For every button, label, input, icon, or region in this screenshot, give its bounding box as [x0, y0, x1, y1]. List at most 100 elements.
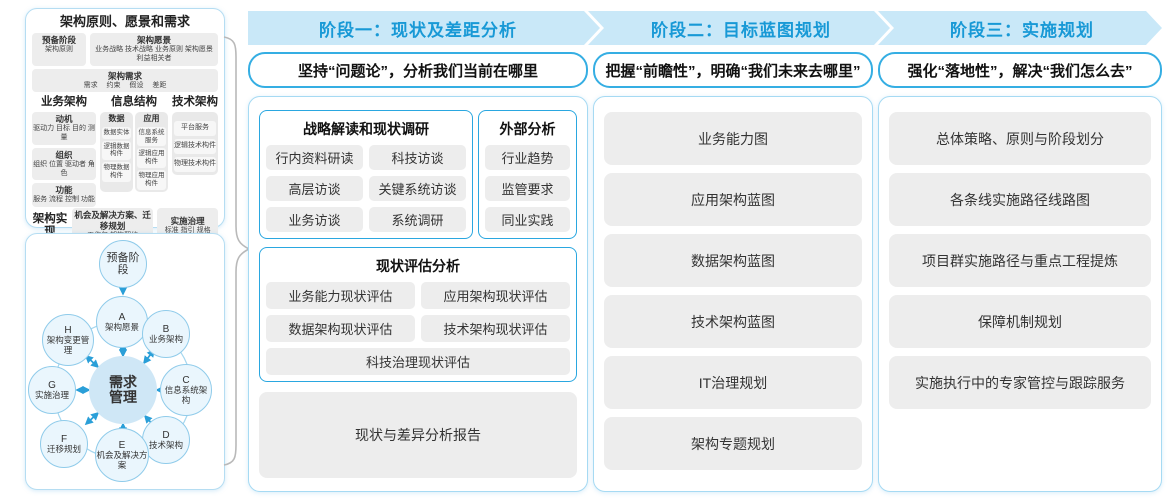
architecture-principles-panel: 架构原则、愿景和需求 预备阶段 架构原则 架构愿景 业务战略 技术战略 业务原则… [25, 8, 225, 244]
panel-title: 架构原则、愿景和需求 [59, 14, 190, 29]
application-subcolumn: 应用 信息系统服务 逻辑应用构件 物理应用构件 [135, 112, 168, 192]
assessment-item: 技术架构现状评估 [421, 315, 570, 342]
phase3-item: 项目群实施路径与重点工程提炼 [889, 234, 1151, 287]
node-label: 技术架构 [148, 439, 183, 450]
gov-title: 实施治理 [170, 215, 205, 226]
survey-item: 系统调研 [369, 207, 466, 232]
adm-node-h-change: H 架构变更管理 [42, 314, 94, 366]
tech-box: 平台服务 逻辑技术构件 物理技术构件 [172, 112, 218, 175]
phase3-subtitle: 强化“落地性”，解决“我们怎么去” [878, 52, 1162, 88]
external-analysis-group: 外部分析 行业趋势 监管要求 同业实践 [478, 110, 577, 239]
info-title: 信息结构 [111, 96, 157, 109]
app-item: 物理应用构件 [137, 169, 166, 190]
tech-item: 逻辑技术构件 [174, 139, 216, 154]
node-letter: C [182, 375, 190, 387]
phase3-item: 各条线实施路径线路图 [889, 173, 1151, 226]
adm-node-a-vision: A 架构愿景 [96, 296, 148, 348]
survey-item: 高层访谈 [266, 176, 363, 201]
survey-item: 行内资料研读 [266, 145, 363, 170]
data-item: 数据实体 [102, 126, 131, 139]
phase3-content-panel: 总体策略、原则与阶段划分 各条线实施路径线路图 项目群实施路径与重点工程提炼 保… [878, 96, 1162, 492]
prep-title: 预备阶段 [41, 35, 76, 45]
technical-architecture-column: 技术架构 平台服务 逻辑技术构件 物理技术构件 [172, 96, 218, 204]
req-title: 架构需求 [107, 70, 142, 81]
phase2-item: 业务能力图 [604, 112, 862, 165]
phase1-subtitle: 坚持“问题论”，分析我们当前在哪里 [248, 52, 588, 88]
assessment-item: 业务能力现状评估 [266, 282, 415, 309]
node-label: 信息系统架构 [164, 385, 208, 405]
node-letter: G [48, 379, 56, 391]
phase1-subtitle-text: 坚持“问题论”，分析我们当前在哪里 [297, 62, 538, 80]
phase2-header-text: 阶段二：目标蓝图规划 [651, 20, 831, 40]
data-item: 逻辑数据构件 [102, 140, 131, 161]
node-label: 实施治理 [34, 389, 69, 400]
app-item: 信息系统服务 [137, 126, 166, 147]
phase2-header: 阶段二：目标蓝图规划 [588, 11, 890, 45]
data-title: 数据 [108, 114, 125, 124]
phase3-header: 阶段三：实施规划 [878, 11, 1162, 45]
architecture-vision-box: 架构愿景 业务战略 技术战略 业务原则 架构愿景 利益相关者 [90, 33, 218, 66]
assessment-item: 科技治理现状评估 [266, 348, 570, 375]
preliminary-phase-box: 预备阶段 架构原则 [32, 33, 86, 66]
assessment-group-title: 现状评估分析 [376, 258, 460, 274]
node-letter: A [118, 311, 126, 323]
adm-node-f-migration: F 迁移规划 [40, 420, 88, 468]
node-label: 迁移规划 [46, 443, 81, 454]
survey-item: 科技访谈 [369, 145, 466, 170]
phase2-subtitle: 把握“前瞻性”，明确“我们未来去哪里” [593, 52, 873, 88]
arrow-center-f [84, 411, 100, 426]
assessment-item: 应用架构现状评估 [421, 282, 570, 309]
biz-organization-box: 组织 组织 位置 驱动者 角色 [32, 147, 96, 181]
biz-title: 业务架构 [41, 96, 87, 109]
adm-node-g-governance: G 实施治理 [28, 366, 76, 414]
phase3-item: 实施执行中的专家管控与跟踪服务 [889, 356, 1151, 409]
tech-item: 物理技术构件 [174, 156, 216, 172]
biz-function-box: 功能 服务 流程 控制 功能 [32, 183, 96, 208]
biz-group-title: 功能 [55, 185, 73, 196]
adm-node-d-technical: D 技术架构 [142, 416, 190, 464]
phase2-item: 架构专题规划 [604, 417, 862, 470]
adm-node-e-opportunities: E 机会及解决方案 [95, 428, 149, 482]
vision-title: 架构愿景 [136, 35, 171, 45]
assessment-item: 数据架构现状评估 [266, 315, 415, 342]
external-item: 监管要求 [485, 176, 570, 201]
current-state-assessment-group: 现状评估分析 业务能力现状评估 应用架构现状评估 数据架构现状评估 技术架构现状… [259, 247, 577, 382]
req-sub: 需求 约束 假设 差距 [83, 81, 167, 89]
biz-group-sub: 驱动力 目标 目的 测量 [33, 125, 95, 142]
biz-group-title: 组织 [55, 149, 73, 160]
phase3-item: 总体策略、原则与阶段划分 [889, 112, 1151, 165]
node-letter: B [162, 323, 170, 335]
phase2-content-panel: 业务能力图 应用架构蓝图 数据架构蓝图 技术架构蓝图 IT治理规划 架构专题规划 [593, 96, 873, 492]
biz-group-sub: 组织 位置 驱动者 角色 [33, 160, 95, 177]
adm-cycle-panel: 预备阶段 A 架构愿景 B 业务架构 C 信息系统架构 D 技术架构 E 机会及… [25, 233, 225, 490]
phase3-item: 保障机制规划 [889, 295, 1151, 348]
gap-analysis-report-box: 现状与差异分析报告 [259, 392, 577, 478]
gov-sub: 标准 指引 规格 [164, 226, 211, 234]
node-letter: E [118, 440, 126, 452]
survey-item: 关键系统访谈 [369, 176, 466, 201]
phase2-item: IT治理规划 [604, 356, 862, 409]
biz-motivation-box: 动机 驱动力 目标 目的 测量 [32, 112, 96, 145]
external-group-title: 外部分析 [499, 121, 556, 137]
phase2-subtitle-text: 把握“前瞻性”，明确“我们未来去哪里” [605, 62, 861, 80]
node-label: 需求管理 [109, 373, 137, 405]
architecture-realization-label: 架构实现 [32, 212, 68, 238]
node-letter: H [64, 325, 72, 337]
adm-node-requirements-management: 需求管理 [89, 356, 157, 424]
tech-item: 平台服务 [174, 121, 216, 137]
node-letter: F [60, 433, 68, 445]
node-label: 业务架构 [148, 333, 183, 344]
business-architecture-column: 业务架构 动机 驱动力 目标 目的 测量 组织 组织 位置 驱动者 角色 功能 … [32, 96, 96, 208]
biz-group-sub: 服务 流程 控制 功能 [33, 196, 95, 204]
opp-title: 机会及解决方案、迁移规划 [74, 210, 151, 232]
survey-item: 业务访谈 [266, 207, 363, 232]
app-item: 逻辑应用构件 [137, 148, 166, 168]
node-label: 预备阶段 [106, 251, 140, 276]
arrow-center-h [84, 354, 100, 369]
phase3-subtitle-text: 强化“落地性”，解决“我们怎么去” [907, 62, 1133, 80]
prep-sub: 架构原则 [45, 46, 73, 54]
vision-sub: 业务战略 技术战略 业务原则 架构愿景 利益相关者 [95, 46, 213, 62]
adm-node-b-business: B 业务架构 [142, 310, 190, 358]
phase1-header-text: 阶段一：现状及差距分析 [319, 20, 517, 40]
